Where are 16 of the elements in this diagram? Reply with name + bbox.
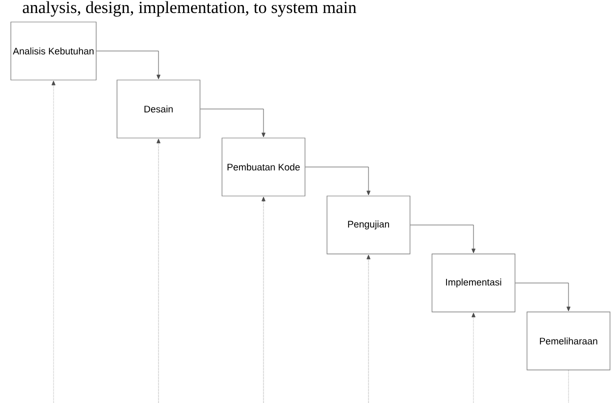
- arrow: [366, 254, 370, 403]
- arrow: [52, 80, 56, 403]
- arrow: [156, 138, 160, 403]
- arrow: [262, 196, 266, 403]
- process-box: Pengujian: [326, 196, 410, 254]
- arrow: [515, 282, 570, 312]
- arrow: [305, 166, 370, 196]
- process-box: Analisis Kebutuhan: [10, 22, 96, 80]
- arrow: [96, 50, 160, 80]
- arrow: [200, 108, 266, 138]
- arrow: [410, 224, 476, 254]
- process-box: Implementasi: [432, 254, 516, 312]
- arrow: [472, 312, 476, 403]
- process-box: Pembuatan Kode: [222, 138, 306, 196]
- process-box: Desain: [116, 80, 200, 138]
- process-box: Pemeliharaan: [526, 312, 610, 370]
